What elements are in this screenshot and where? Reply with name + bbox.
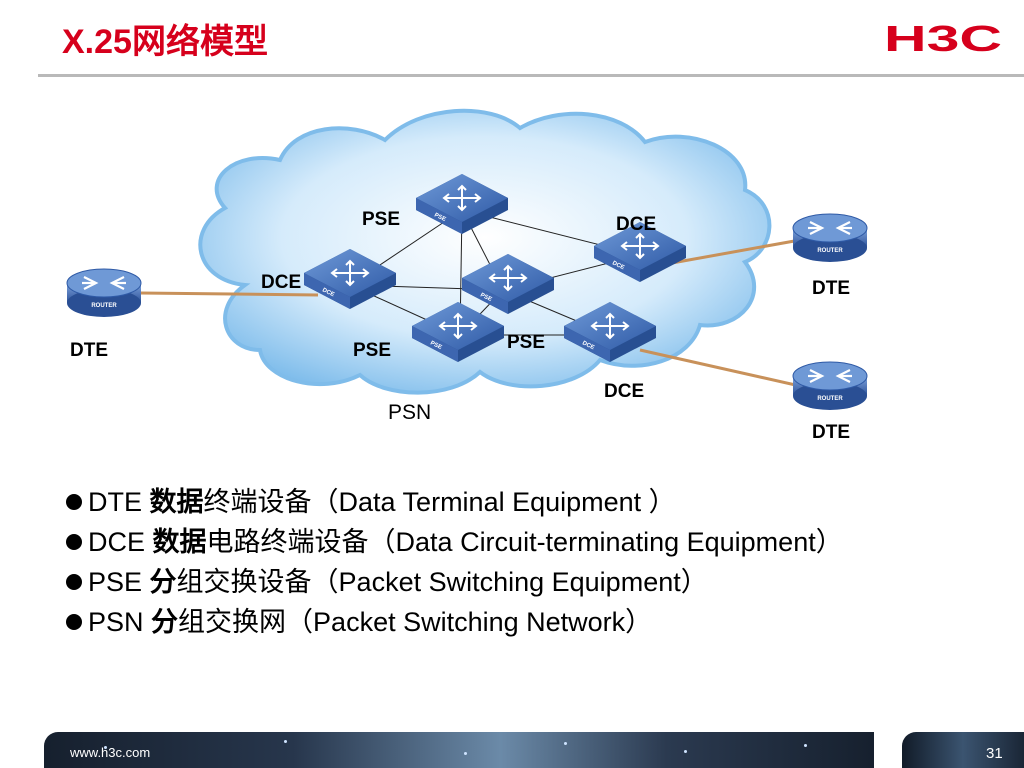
arrows-icon (330, 259, 370, 287)
slide-title: X.25网络模型 (62, 23, 268, 61)
bullet-icon (66, 534, 82, 550)
label-pse-bottom-left: PSE (353, 340, 391, 361)
switch-pse-center: PSE (462, 254, 554, 314)
page-number: 31 (986, 745, 1003, 762)
sparkle-icon (564, 742, 567, 745)
sparkle-icon (464, 752, 467, 755)
router-dte-right-top: ROUTER (792, 213, 868, 262)
arrows-icon (620, 232, 660, 260)
definition-dte: DTE 数据终端设备（Data Terminal Equipment ） (66, 482, 843, 522)
footer-page-block (902, 732, 1024, 768)
switch-dce-bottom-right: DCE (564, 302, 656, 362)
definition-dce: DCE 数据电路终端设备（Data Circuit-terminating Eq… (66, 522, 843, 562)
svg-text:DCE: DCE (581, 340, 595, 351)
bullet-icon (66, 614, 82, 630)
sparkle-icon (684, 750, 687, 753)
bullet-icon (66, 574, 82, 590)
label-dte-right-top: DTE (812, 278, 850, 299)
h3c-logo: H3C (884, 18, 1002, 58)
svg-text:PSE: PSE (429, 340, 442, 351)
x25-network-diagram: PSE DCE PSE DCE (66, 108, 868, 443)
label-pse-center: PSE (507, 332, 545, 353)
label-dte-left: DTE (70, 340, 108, 361)
label-dce-left: DCE (261, 272, 301, 293)
arrows-icon (438, 312, 478, 340)
router-dte-left: ROUTER (66, 268, 142, 317)
router-arrows-icon (808, 221, 852, 235)
arrows-icon (590, 312, 630, 340)
footer-url: www.h3c.com (70, 745, 151, 760)
label-dte-right-bottom: DTE (812, 422, 850, 443)
switch-pse-bottom-left: PSE (412, 302, 504, 362)
bullet-icon (66, 494, 82, 510)
definition-pse: PSE 分组交换设备（Packet Switching Equipment） (66, 562, 843, 602)
switch-pse-top: PSE (416, 174, 508, 234)
svg-text:DCE: DCE (321, 287, 335, 298)
sparkle-icon (804, 744, 807, 747)
svg-text:PSE: PSE (479, 292, 492, 303)
router-arrows-icon (82, 276, 126, 290)
svg-text:H3C: H3C (884, 18, 1002, 58)
svg-text:ROUTER: ROUTER (817, 396, 843, 402)
definition-psn: PSN 分组交换网（Packet Switching Network） (66, 602, 843, 642)
svg-text:ROUTER: ROUTER (91, 303, 117, 309)
label-dce-bottom-right: DCE (604, 381, 644, 402)
sparkle-icon (284, 740, 287, 743)
arrows-icon (488, 264, 528, 292)
label-psn-cloud: PSN (388, 401, 431, 424)
definition-list: DTE 数据终端设备（Data Terminal Equipment ） DCE… (66, 482, 843, 642)
label-dce-top-right: DCE (616, 214, 656, 235)
sparkle-icon (104, 746, 107, 749)
footer-bar (44, 732, 874, 768)
access-links (139, 238, 801, 388)
label-pse-top: PSE (362, 209, 400, 230)
router-arrows-icon (808, 369, 852, 383)
arrows-icon (442, 184, 482, 212)
switch-dce-left: DCE (304, 249, 396, 309)
router-dte-right-bottom: ROUTER (792, 361, 868, 410)
title-divider (38, 74, 1024, 77)
svg-text:ROUTER: ROUTER (817, 248, 843, 254)
svg-text:PSE: PSE (433, 212, 446, 223)
switch-dce-top-right: DCE (594, 222, 686, 282)
svg-text:DCE: DCE (611, 260, 625, 271)
